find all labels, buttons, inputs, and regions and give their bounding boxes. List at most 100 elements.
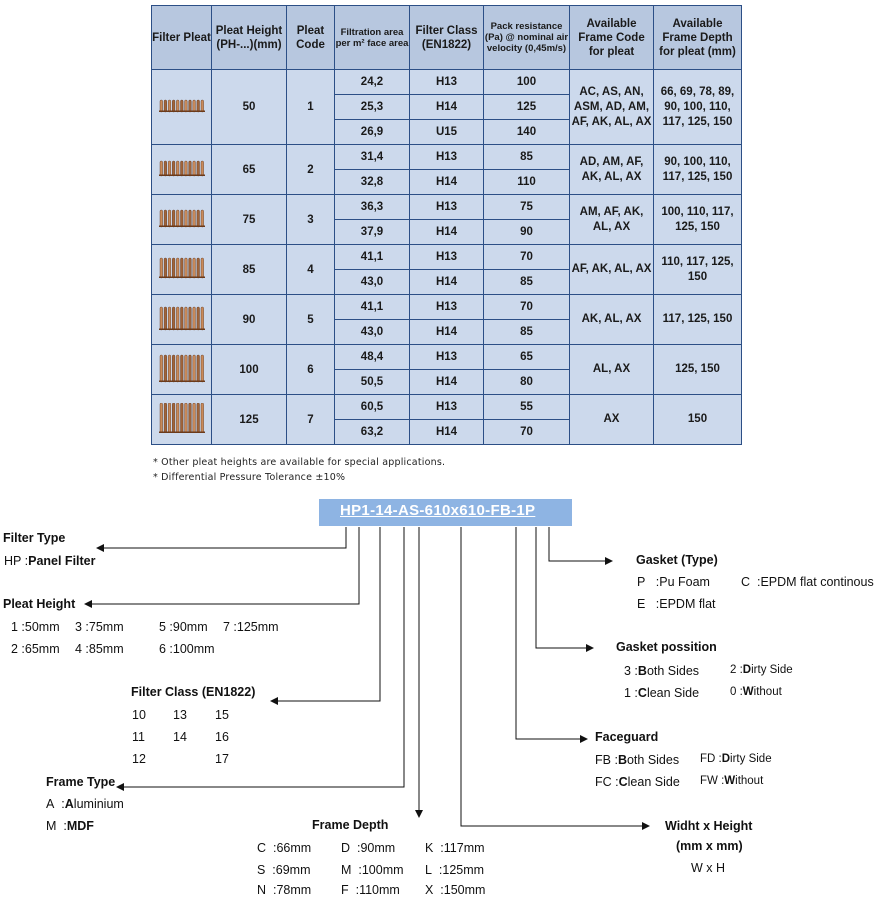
- gasket-type-option: E :EPDM flat: [637, 597, 716, 611]
- gasket-position-option: 3 :Both Sides: [624, 664, 700, 678]
- frame-depth-option: C :66mm: [257, 841, 312, 855]
- table-row: 26,9 U15 140: [152, 119, 742, 145]
- faceguard-key: FC: [595, 775, 612, 789]
- frame-type-rest: DF: [77, 819, 94, 833]
- gasket-type-option: P :Pu Foam: [637, 575, 710, 589]
- product-code-box: [319, 499, 572, 526]
- frame-depth-key: F: [341, 883, 349, 897]
- table-row: 100 6 48,4 H13 65 AL, AX 125, 150: [151, 344, 742, 395]
- resistance-cell: 100: [483, 69, 570, 95]
- gasket-type-value: EPDM flat continous: [760, 575, 874, 589]
- frame-depth-value: 78mm: [276, 883, 312, 897]
- header-frame-depth: Available Frame Depth for pleat (mm): [653, 5, 742, 70]
- pleat-height-option: 4 :85mm: [75, 642, 124, 656]
- class-cell: H13: [409, 244, 484, 270]
- table-row: 43,0 H14 85: [152, 269, 742, 295]
- pleat-image: [158, 353, 205, 383]
- resistance-cell: 125: [483, 94, 570, 120]
- faceguard-option: FD :Dirty Side: [700, 753, 772, 765]
- faceguard-option: FB :Both Sides: [595, 753, 680, 767]
- filter-type-value: Panel Filter: [28, 554, 96, 568]
- faceguard-option: FW :Without: [700, 775, 764, 787]
- width-height-unit: (mm x mm): [676, 839, 743, 853]
- gasket-position-key: 3: [624, 664, 631, 678]
- pleat-height-option: 2 :65mm: [11, 642, 60, 656]
- pleat-spec-table: Filter Pleat Pleat Height (PH-...)(mm) P…: [151, 5, 742, 445]
- class-cell: H14: [409, 269, 484, 295]
- gasket-position-key: 2: [730, 664, 737, 676]
- frame-depth-key: C: [257, 841, 267, 855]
- frame-depth-cell: 117, 125, 150: [653, 294, 742, 345]
- gasket-position-option: 2 :Dirty Side: [730, 664, 793, 676]
- frame-code-cell: AK, AL, AX: [569, 294, 654, 345]
- footnote-pleat-heights: * Other pleat heights are available for …: [153, 457, 446, 468]
- pleat-image: [158, 91, 205, 121]
- frame-depth-title: Frame Depth: [312, 818, 389, 832]
- pleat-height-title: Pleat Height: [3, 597, 76, 611]
- class-cell: U15: [409, 119, 484, 145]
- frame-depth-option: K :117mm: [425, 841, 485, 855]
- gasket-position-bold: C: [637, 686, 647, 700]
- gasket-position-key: 0: [730, 686, 737, 698]
- resistance-cell: 85: [483, 269, 570, 295]
- area-cell: 32,8: [334, 169, 410, 195]
- filter-class-option: 11: [132, 730, 145, 744]
- faceguard-bold: C: [618, 775, 628, 789]
- pleat-height-option: 5 :90mm: [159, 620, 208, 634]
- pleat-code-cell: 6: [286, 344, 335, 395]
- faceguard-rest: irty Side: [730, 753, 772, 765]
- pleat-image: [158, 253, 205, 283]
- resistance-cell: 55: [483, 394, 570, 420]
- frame-depth-value: 69mm: [275, 863, 311, 877]
- resistance-cell: 75: [483, 194, 570, 220]
- frame-depth-option: S :69mm: [257, 863, 311, 877]
- class-cell: H13: [409, 69, 484, 95]
- pleat-image-cell: [151, 144, 212, 195]
- filter-type-key: HP: [4, 554, 22, 568]
- frame-depth-value: 90mm: [360, 841, 396, 855]
- resistance-cell: 140: [483, 119, 570, 145]
- pleat-height-option: 7 :125mm: [223, 620, 279, 634]
- filter-class-option: 14: [173, 730, 187, 744]
- pleat-image-cell: [151, 194, 212, 245]
- frame-depth-cell: 150: [653, 394, 742, 445]
- gasket-position-rest: lean Side: [646, 686, 700, 700]
- frame-depth-value: 100mm: [361, 863, 404, 877]
- gasket-position-bold: W: [742, 686, 754, 698]
- frame-type-bold: A: [64, 797, 74, 811]
- faceguard-bold: B: [617, 753, 627, 767]
- faceguard-bold: D: [721, 753, 731, 765]
- faceguard-key: FB: [595, 753, 611, 767]
- area-cell: 60,5: [334, 394, 410, 420]
- filter-class-option: 17: [215, 752, 229, 766]
- resistance-cell: 70: [483, 419, 570, 445]
- faceguard-bold: W: [724, 775, 736, 787]
- filter-type-title: Filter Type: [3, 531, 66, 545]
- header-frame-code: Available Frame Code for pleat: [569, 5, 654, 70]
- gasket-type-key: C: [741, 575, 751, 589]
- frame-depth-key: N: [257, 883, 267, 897]
- table-row: 90 5 41,1 H13 70 AK, AL, AX 117, 125, 15…: [151, 294, 742, 345]
- resistance-cell: 85: [483, 319, 570, 345]
- table-row: 125 7 60,5 H13 55 AX 150: [151, 394, 742, 445]
- table-row: 85 4 41,1 H13 70 AF, AK, AL, AX 110, 117…: [151, 244, 742, 295]
- frame-depth-cell: 66, 69, 78, 89, 90, 100, 110, 117, 125, …: [653, 69, 742, 145]
- class-cell: H14: [409, 419, 484, 445]
- width-height-title: Widht x Height: [665, 819, 753, 833]
- frame-depth-cell: 90, 100, 110, 117, 125, 150: [653, 144, 742, 195]
- resistance-cell: 80: [483, 369, 570, 395]
- frame-depth-key: S: [257, 863, 266, 877]
- area-cell: 36,3: [334, 194, 410, 220]
- gasket-position-option: 0 :Without: [730, 686, 782, 698]
- header-filter-pleat: Filter Pleat: [151, 5, 212, 70]
- area-cell: 24,2: [334, 69, 410, 95]
- pleat-height-cell: 90: [211, 294, 287, 345]
- frame-depth-cell: 110, 117, 125, 150: [653, 244, 742, 295]
- table-row: 65 2 31,4 H13 85 AD, AM, AF, AK, AL, AX …: [151, 144, 742, 195]
- header-pleat-code: Pleat Code: [286, 5, 335, 70]
- pleat-image-cell: [151, 244, 212, 295]
- frame-depth-value: 125mm: [442, 863, 485, 877]
- area-cell: 63,2: [334, 419, 410, 445]
- frame-depth-cell: 100, 110, 117, 125, 150: [653, 194, 742, 245]
